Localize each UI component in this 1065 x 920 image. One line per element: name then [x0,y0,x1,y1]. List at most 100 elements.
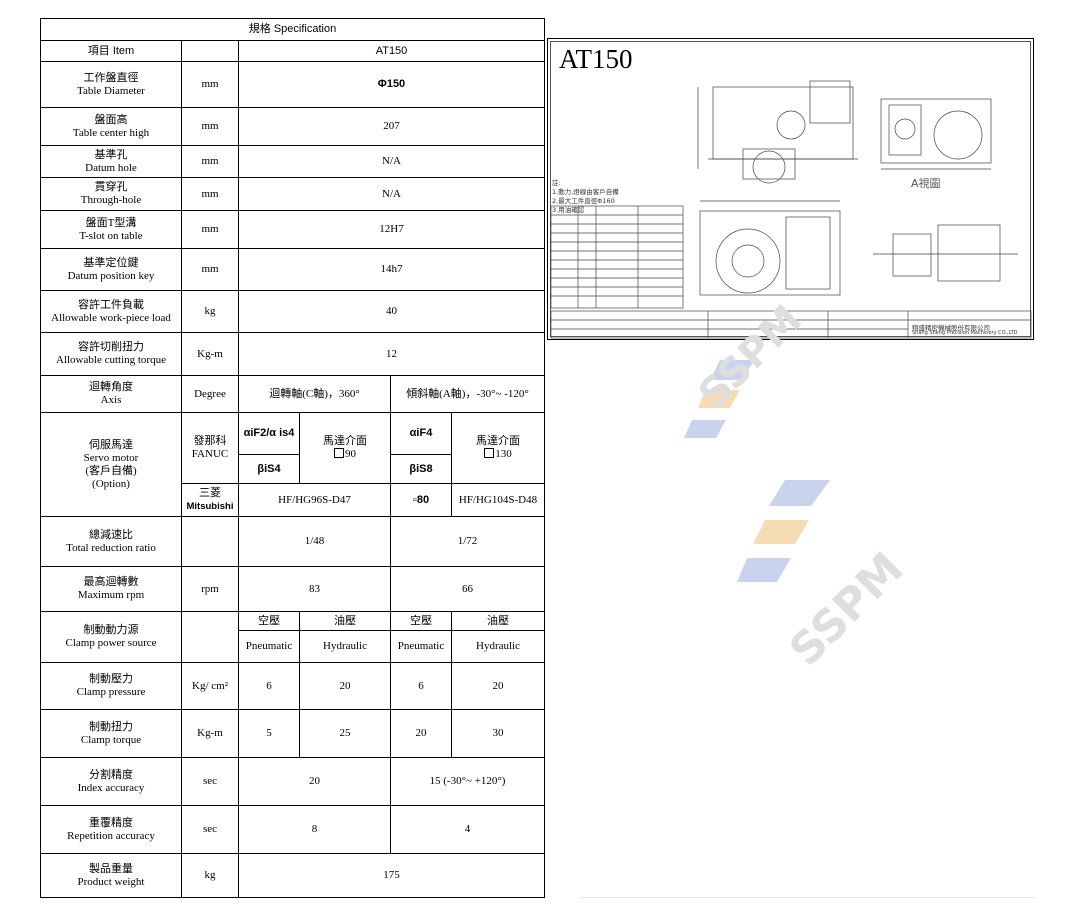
face-plate [752,150,786,184]
table-circle [776,110,806,140]
hy-en: Hydraulic [451,630,545,663]
value: Φ150 [238,61,545,108]
c-fanuc-model-1: αiF2/α is4 [238,412,300,455]
unit: Kg/ cm² [181,662,239,710]
c-iface-label: 馬達介面 [323,435,367,447]
label-zh: 基準孔 [94,148,128,161]
title-block [550,310,1032,339]
hy-zh: 油壓 [451,611,545,631]
side-view-body [880,98,992,164]
technical-drawing: AT150 註: 1.動力,燈線由客戶自備 2.最大工件直徑Φ160 3.用油確… [547,38,1034,340]
header-unit [181,40,239,62]
value-4: 20 [451,662,545,710]
label-zh: 分割精度 [89,768,133,781]
a-fanuc-model-1: αiF4 [390,412,452,455]
value-4: 30 [451,709,545,758]
value-2: 20 [299,662,391,710]
unit: mm [181,107,239,146]
note-0: 註: [552,179,561,187]
label-en: Servo motor [83,451,139,464]
a-mits-iface-wrap: HF/HG104S-D48 [451,483,545,517]
unit: Degree [181,375,239,413]
pn-en: Pneumatic [238,630,300,663]
value: 14h7 [238,248,545,291]
label-en: Repetition accuracy [67,829,155,842]
value-1: 5 [238,709,300,758]
c-iface-value: 90 [345,448,356,460]
base-block [742,148,796,180]
label-en: Allowable cutting torque [56,354,166,366]
unit [181,611,239,663]
pn-zh: 空壓 [238,611,300,631]
value: 207 [238,107,545,146]
side-view-window [888,104,922,156]
label-en: Table Diameter [77,84,145,97]
watermark-logo-2 [735,470,905,625]
a-value: 66 [390,566,545,612]
label-zh: 制動壓力 [89,673,133,685]
label-en: T-slot on table [79,229,143,242]
unit [181,516,239,567]
drawing-lines [550,80,1032,339]
pn-zh: 空壓 [390,611,452,631]
value-3: 6 [390,662,452,710]
unit: Kg-m [181,332,239,376]
label-zh: 總減速比 [89,528,133,541]
company-name-en: Shang Sheng Precision Machinery CO.,LTD [912,330,1018,336]
unit: mm [181,61,239,108]
company-name-zh: 翔盛精密機械股份有限公司 [912,324,990,332]
drawing-title: AT150 [559,44,633,74]
value-2: 25 [299,709,391,758]
c-value: 1/48 [238,516,391,567]
label-en: Datum hole [85,161,137,174]
label-en: Index accuracy [77,781,145,794]
label-en: Maximum rpm [77,589,145,601]
label-en: Allowable work-piece load [51,311,171,324]
c-axis: 迴轉軸(C軸)，360° [238,375,391,413]
unit: kg [181,290,239,333]
c-value: 20 [238,757,391,806]
mits-zh: 三菱 [199,487,221,499]
value: 12H7 [238,210,545,249]
label-zh: 盤面T型溝 [85,216,137,229]
unit: sec [181,757,239,806]
unit: Kg-m [181,709,239,758]
motor-block [809,80,851,124]
label-zh: 盤面高 [94,113,128,126]
unit: mm [181,210,239,249]
c-mits-iface: ▫80 [390,483,452,517]
label-zh: 重覆精度 [89,816,133,829]
label-en: Datum position key [67,269,155,282]
label-en: Table center high [72,126,150,139]
label-en: Axis [100,394,122,406]
label-zh: 最高迴轉數 [83,576,139,588]
header-model: AT150 [238,40,545,62]
label-en: Through-hole [80,194,142,206]
label-zh: 工作盤直徑 [83,71,139,84]
c-value: 83 [238,566,391,612]
fanuc-zh: 發那科 [193,435,227,447]
note-3: 3.用油確認 [552,206,585,214]
value: 40 [238,290,545,333]
a-value: 4 [390,805,545,854]
header-item: 項目 Item [40,40,182,62]
label-en: Total reduction ratio [66,541,156,554]
label-en: Product weight [77,875,145,888]
watermark-logo-1 [680,350,840,485]
label-zh: 制動動力源 [83,624,139,636]
square-icon [334,448,344,458]
label-en: Clamp torque [80,733,142,746]
right-view-block [892,233,932,277]
